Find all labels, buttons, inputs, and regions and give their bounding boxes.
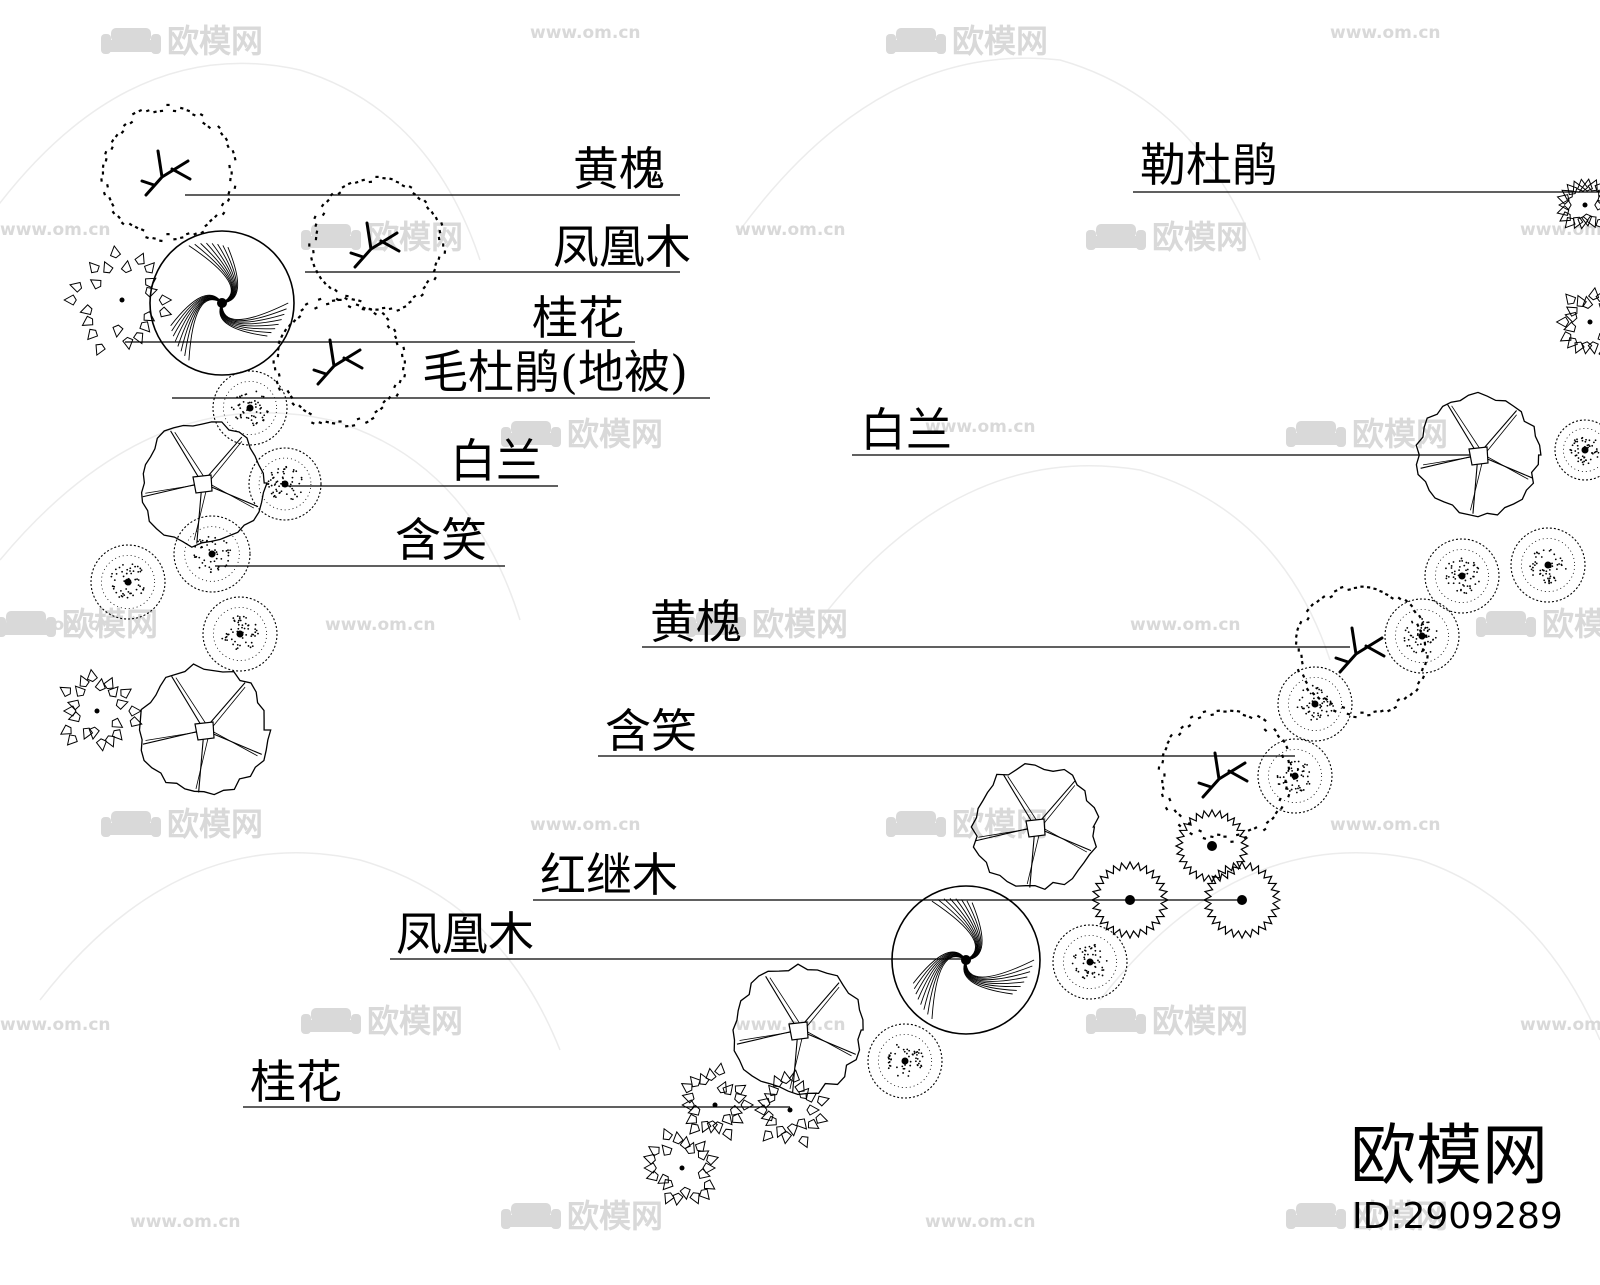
brand-stamp: 欧模网 ID:2909289: [1350, 1117, 1563, 1237]
hanxiao-symbol: [1053, 925, 1127, 999]
watermark-url-text: www.om.cn: [325, 615, 436, 635]
label-right-huanghuai: 黄槐: [650, 595, 742, 649]
guihua-symbol: [58, 669, 144, 752]
watermark-tile: 欧模网: [101, 22, 263, 60]
guihua-symbol: [64, 245, 172, 357]
watermark-logo-text: 欧模网: [567, 415, 663, 453]
plant-symbols: [58, 105, 1600, 1206]
hongjimu-symbol: [1176, 810, 1248, 882]
watermark-url-text: www.om.cn: [925, 1212, 1036, 1232]
watermark-url-text: www.om.cn: [735, 220, 846, 240]
sofa-icon: [101, 28, 161, 54]
watermark-logo-text: 欧模网: [952, 22, 1048, 60]
sofa-icon: [1086, 224, 1146, 250]
sofa-icon: [301, 1008, 361, 1034]
watermark-logo-text: 欧模网: [1352, 415, 1448, 453]
fenghuangmu-symbol: [892, 886, 1040, 1034]
hanxiao-symbol: [1278, 667, 1352, 741]
sofa-icon: [101, 811, 161, 837]
label-right-fenghuangmu: 凤凰木: [396, 907, 534, 961]
label-left-guihua: 桂花: [532, 291, 624, 345]
watermark-logo-text: 欧模网: [1152, 218, 1248, 256]
huanghuai-symbol: [101, 105, 235, 241]
guihua-symbol: [755, 1069, 831, 1149]
watermark-logo-text: 欧模网: [167, 805, 263, 843]
sofa-icon: [1286, 421, 1346, 447]
watermark-url-text: www.om.cn: [1520, 220, 1600, 240]
sofa-icon: [1476, 611, 1536, 637]
sofa-icon: [501, 1203, 561, 1229]
watermark-logo-text: 欧模网: [367, 1002, 463, 1040]
fenghuangmu-symbol: [150, 231, 294, 375]
sofa-icon: [1286, 1203, 1346, 1229]
hanxiao-symbol: [203, 597, 277, 671]
watermark-logo-text: 欧模网: [1542, 605, 1600, 643]
watermark-tile: 欧模网: [886, 805, 1048, 843]
label-left-bailan: 白兰: [450, 434, 542, 488]
watermark-url-text: www.om.cn: [1520, 1015, 1600, 1035]
watermark-tile: 欧模网: [501, 1197, 663, 1235]
watermark-logo-text: 欧模网: [167, 22, 263, 60]
bailan-symbol: [140, 664, 271, 795]
watermark-tile: 欧模网: [1086, 1002, 1248, 1040]
watermark-url-text: www.om.cn: [530, 815, 641, 835]
watermark-tile: 欧模网: [301, 1002, 463, 1040]
label-right-bailan: 白兰: [860, 403, 952, 457]
label-right-hanxiao: 含笑: [605, 704, 697, 758]
sofa-icon: [1086, 1008, 1146, 1034]
hanxiao-symbol: [1555, 420, 1600, 480]
watermark-layer: 欧模网欧模网欧模网欧模网欧模网欧模网欧模网欧模网欧模网欧模网欧模网欧模网欧模网欧…: [0, 22, 1600, 1235]
huanghuai-symbol: [1159, 711, 1291, 842]
bailan-symbol: [142, 422, 267, 547]
sofa-icon: [886, 811, 946, 837]
brand-logo: 欧模网: [1350, 1117, 1548, 1194]
watermark-logo-text: 欧模网: [567, 1197, 663, 1235]
watermark-url-text: www.om.cn: [0, 220, 111, 240]
hanxiao-symbol: [249, 448, 321, 520]
sofa-icon: [886, 28, 946, 54]
label-right-ledujuan: 勒杜鹃: [1140, 138, 1278, 192]
label-right-hongjimu: 红继木: [540, 848, 678, 902]
watermark-logo-text: 欧模网: [1152, 1002, 1248, 1040]
label-left-maodujuan: 毛杜鹃(地被): [422, 345, 688, 399]
watermark-url-text: www.om.cn: [530, 23, 641, 43]
watermark-logo-text: 欧模网: [367, 218, 463, 256]
watermark-arcs: [0, 58, 1600, 1050]
watermark-url-text: www.om.cn: [1330, 815, 1441, 835]
guihua-symbol: [1557, 287, 1600, 362]
label-left-huanghuai: 黄槐: [573, 142, 665, 196]
label-left-fenghuangmu: 凤凰木: [553, 220, 691, 274]
hanxiao-symbol: [174, 516, 250, 592]
watermark-url-text: www.om.cn: [1330, 23, 1441, 43]
watermark-tile: 欧模网: [886, 22, 1048, 60]
label-left-hanxiao: 含笑: [395, 513, 487, 567]
watermark-url-text: www.om.cn: [0, 615, 111, 635]
watermark-tile: 欧模网: [1476, 605, 1600, 643]
hanxiao-symbol: [1511, 528, 1585, 602]
hanxiao-symbol: [868, 1024, 942, 1098]
guihua-symbol: [679, 1062, 753, 1142]
label-right-guihua: 桂花: [250, 1055, 342, 1109]
hanxiao-symbol: [1258, 739, 1332, 813]
brand-id: ID:2909289: [1352, 1196, 1563, 1237]
leader-lines: [125, 192, 1600, 1107]
guihua-symbol: [642, 1127, 719, 1206]
watermark-url-text: www.om.cn: [0, 1015, 111, 1035]
watermark-logo-text: 欧模网: [752, 605, 848, 643]
watermark-url-text: www.om.cn: [1130, 615, 1241, 635]
watermark-tile: 欧模网: [1086, 218, 1248, 256]
huanghuai-symbol: [1296, 587, 1428, 718]
watermark-tile: 欧模网: [101, 805, 263, 843]
watermark-url-text: www.om.cn: [130, 1212, 241, 1232]
